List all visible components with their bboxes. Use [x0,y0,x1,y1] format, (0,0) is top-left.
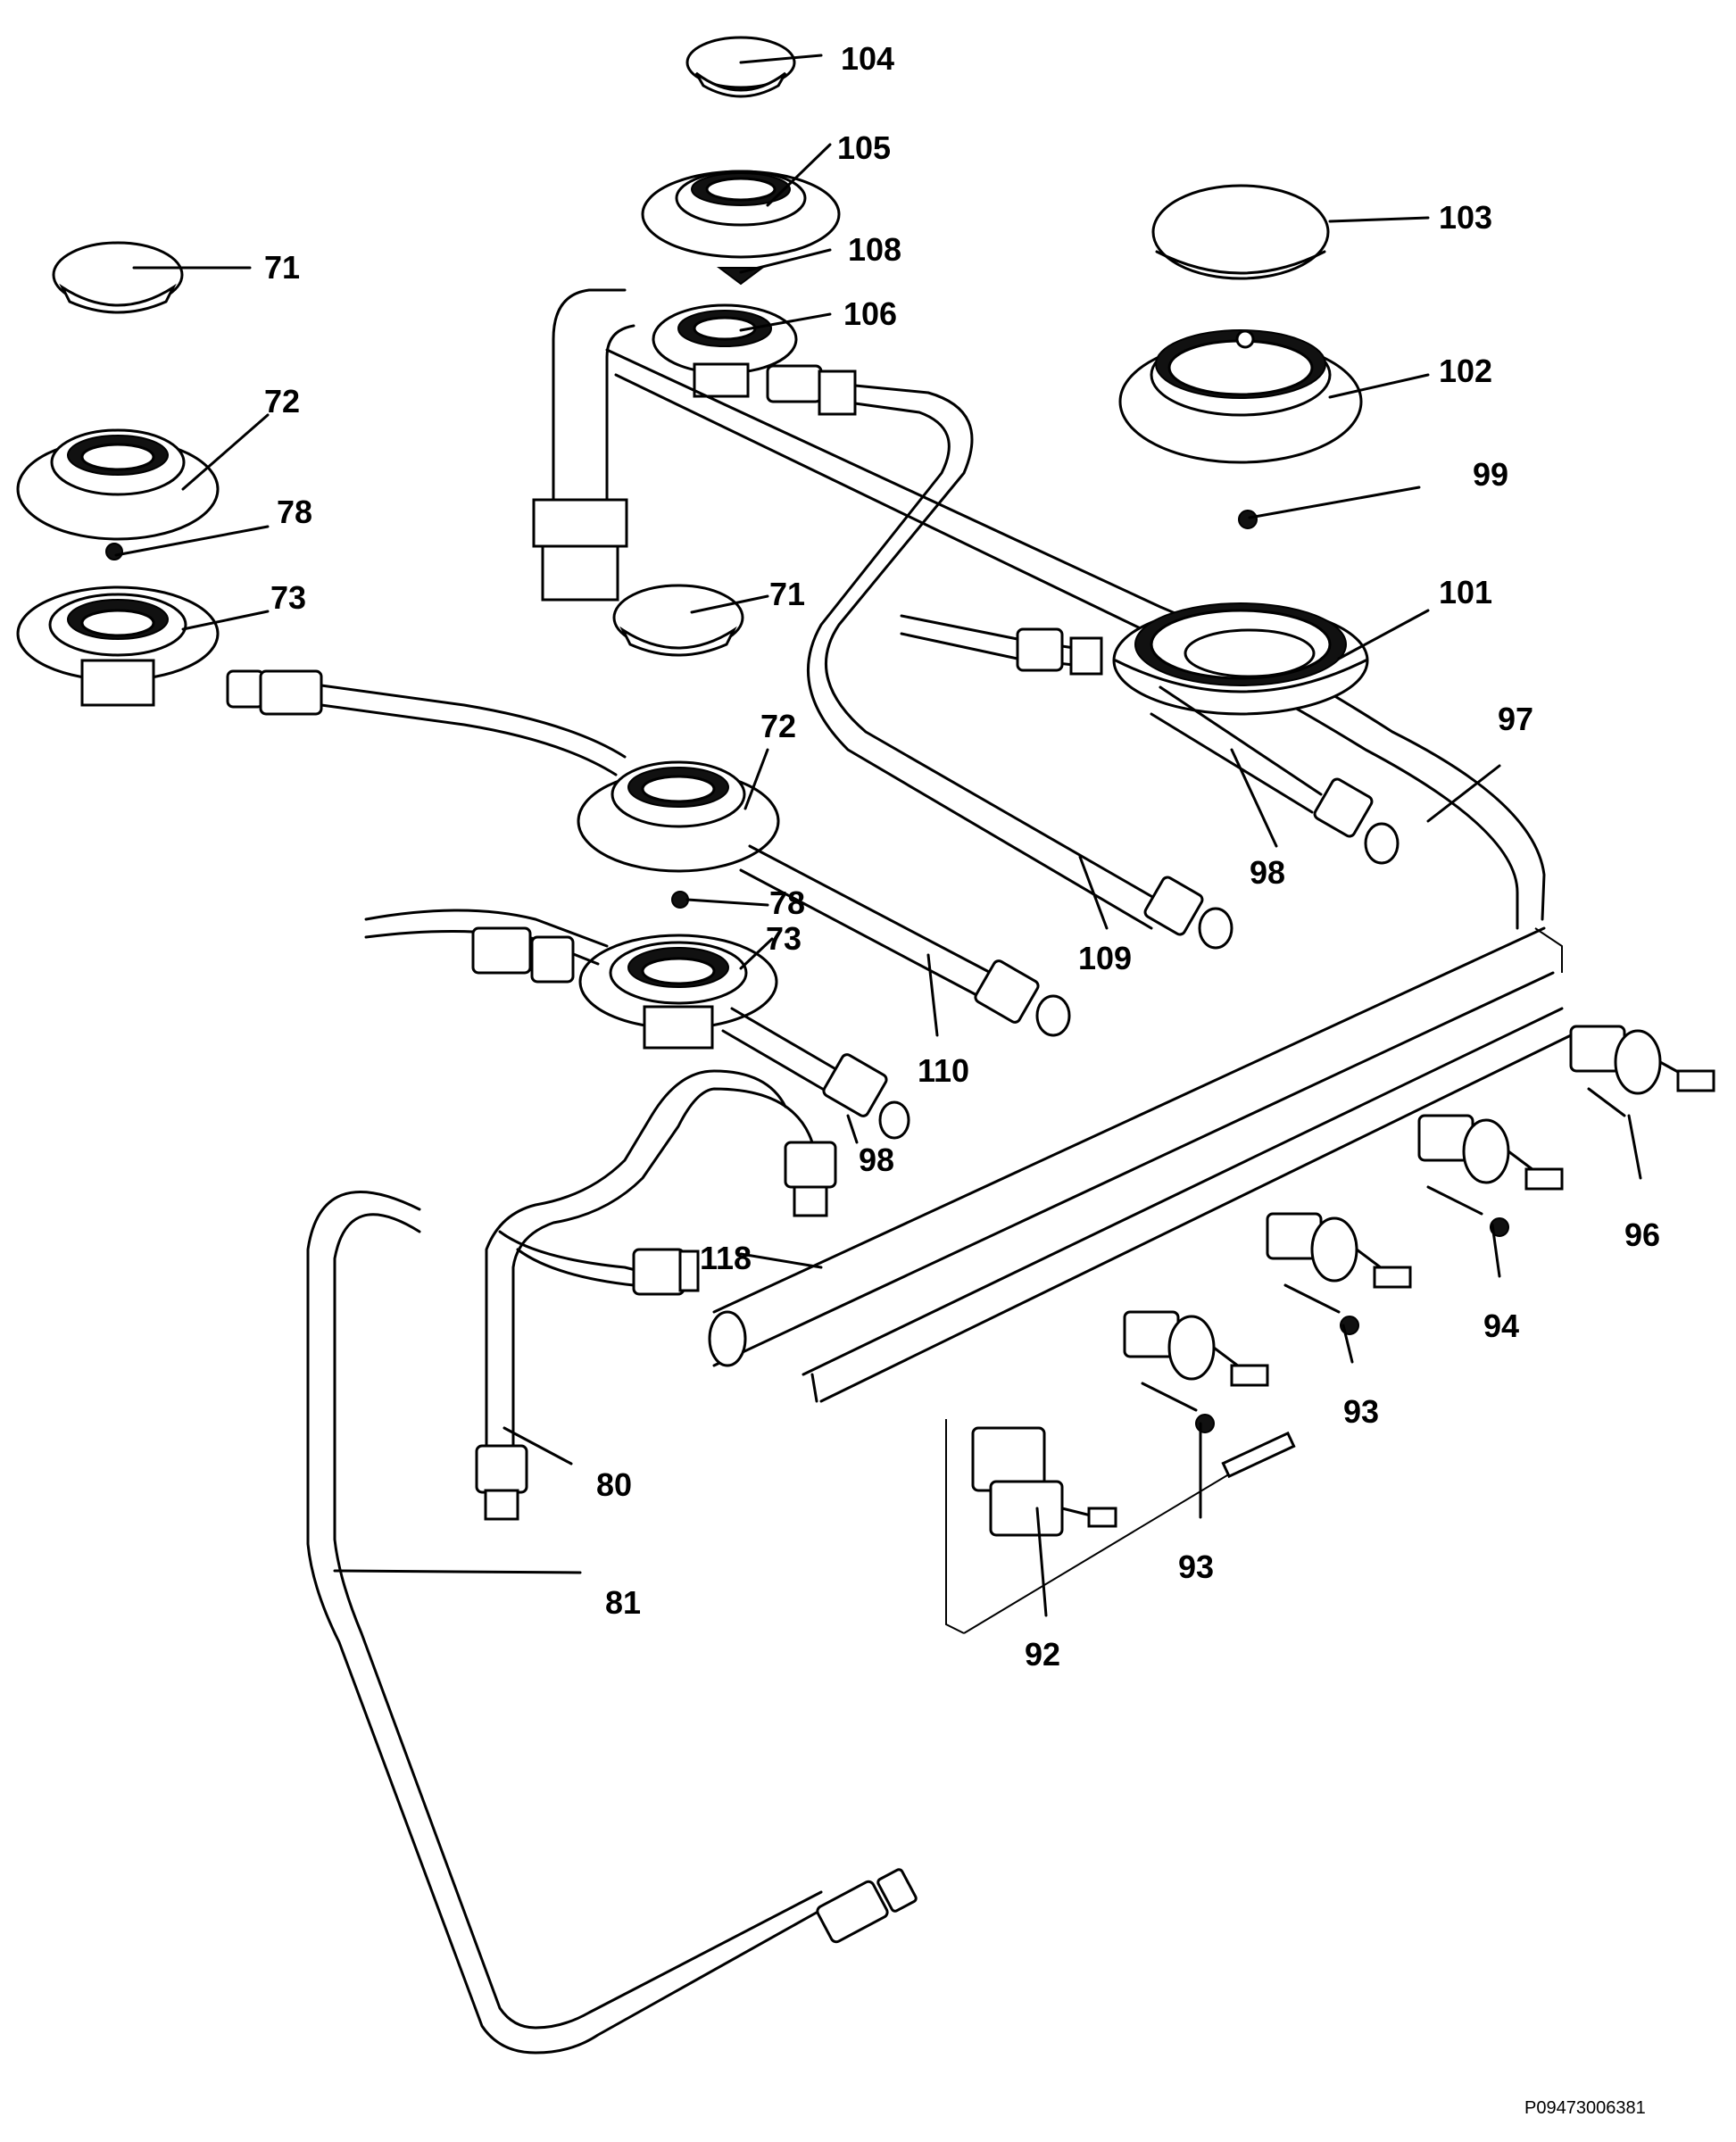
gas-tap-94 [1417,1114,1564,1237]
screw-78-left [105,543,123,560]
thermocouple-lead [900,614,1103,676]
label-94: 94 [1483,1308,1519,1344]
pipe-98-middle [721,1007,910,1140]
label-97: 97 [1498,701,1533,737]
label-110: 110 [918,1052,969,1089]
thermocouple-left [364,909,609,984]
pipe-left-upper [226,669,627,776]
pipe-81 [306,1190,918,2055]
burner-crown-105 [641,170,841,259]
screw-108 [717,267,765,286]
gas-tap-96 [1569,1025,1715,1117]
rail-118 [708,926,1573,1403]
burner-base-106 [652,303,798,398]
pipe-109 [766,364,1233,950]
label-73-middle: 73 [766,920,802,957]
label-101: 101 [1439,574,1492,610]
burner-base-101 [1112,602,1369,716]
label-93-lower: 93 [1178,1548,1214,1585]
label-71-middle: 71 [769,576,805,612]
label-93-upper: 93 [1343,1393,1379,1430]
label-92: 92 [1025,1636,1060,1673]
label-108: 108 [848,231,901,268]
label-72-middle: 72 [760,708,796,744]
burner-crown-72-left [16,428,220,541]
pipe-98-right [1150,685,1400,865]
label-98-middle: 98 [859,1142,894,1178]
drawing-code: P09473006381 [1524,2098,1646,2118]
inlet-pipe [532,288,635,602]
burner-cap-104 [685,36,796,98]
label-78-middle: 78 [769,884,805,921]
label-99: 99 [1473,456,1508,493]
label-102: 102 [1439,353,1492,389]
label-109: 109 [1078,940,1132,976]
screw-99 [1238,510,1258,529]
burner-cap-71-middle [612,584,744,657]
label-80: 80 [596,1466,632,1503]
label-118: 118 [700,1240,752,1276]
burner-cap-71-left [52,241,184,314]
burner-crown-72-middle [577,760,780,873]
gas-tap-93-upper [1266,1212,1412,1335]
label-71-left: 71 [264,249,300,286]
label-98-right: 98 [1250,854,1285,891]
label-104: 104 [841,40,894,77]
label-106: 106 [843,295,897,332]
label-105: 105 [837,129,891,166]
label-72-left: 72 [264,383,300,419]
burner-crown-102 [1118,329,1363,464]
burner-base-73-middle [578,934,778,1050]
gas-tap-92 [945,1419,1296,1634]
burner-base-73-left [16,585,220,707]
label-96: 96 [1624,1216,1660,1253]
label-78-left: 78 [277,494,312,530]
leader-lines [114,54,1642,1617]
part-labels: 104 105 108 106 103 71 72 78 73 102 99 7… [264,40,1660,2118]
pipe-80 [475,1069,837,1521]
screw-78-middle [671,891,689,909]
gas-tap-93-lower [1123,1310,1269,1433]
label-103: 103 [1439,199,1492,236]
label-81: 81 [605,1584,641,1621]
burner-cap-103 [1151,184,1330,280]
label-73-left: 73 [270,579,306,616]
pipe-110 [739,844,1071,1037]
